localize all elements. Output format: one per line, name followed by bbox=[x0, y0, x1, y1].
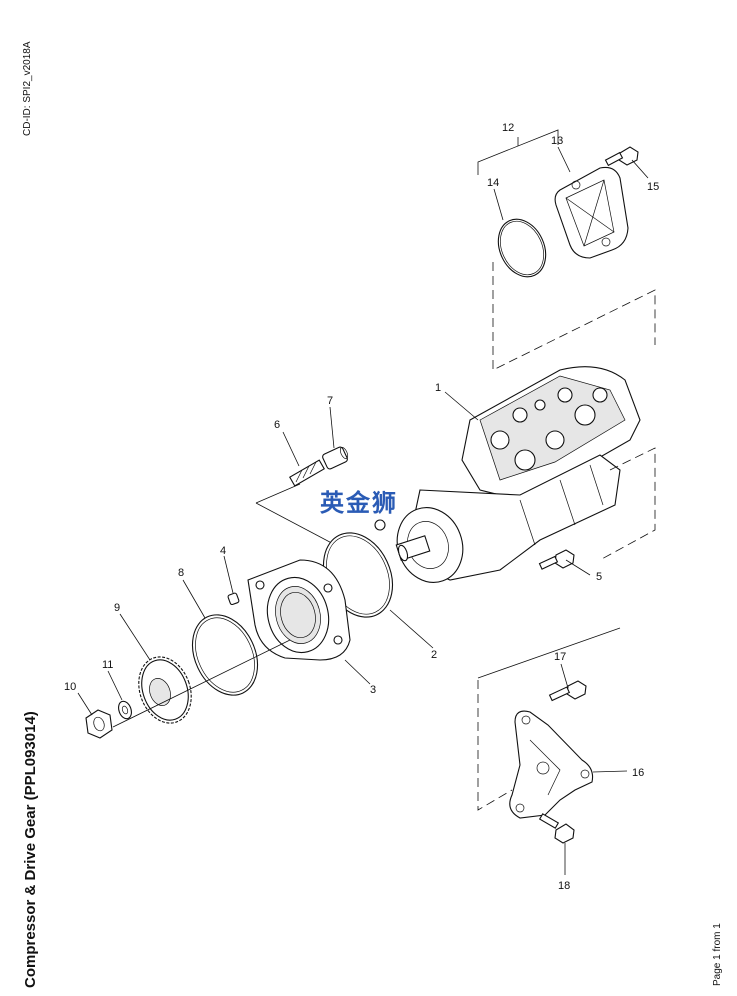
callout-5: 5 bbox=[596, 571, 602, 583]
callout-3: 3 bbox=[370, 684, 376, 696]
callout-13: 13 bbox=[551, 135, 563, 147]
callout-1: 1 bbox=[435, 382, 441, 394]
nut-7 bbox=[322, 446, 349, 470]
gasket-14 bbox=[497, 218, 547, 278]
gear-9 bbox=[138, 656, 192, 724]
callout-11: 11 bbox=[102, 659, 113, 671]
callout-2: 2 bbox=[431, 649, 437, 661]
callout-14: 14 bbox=[487, 177, 499, 189]
stud-6 bbox=[289, 459, 325, 487]
callout-15: 15 bbox=[647, 181, 659, 193]
callout-16: 16 bbox=[632, 767, 644, 779]
callout-18: 18 bbox=[558, 880, 570, 892]
washer-11 bbox=[118, 700, 132, 720]
watermark-text: 英金狮 bbox=[320, 489, 398, 517]
callout-9: 9 bbox=[114, 602, 120, 614]
o-ring-8 bbox=[191, 614, 259, 696]
callout-8: 8 bbox=[178, 567, 184, 579]
bolt-5 bbox=[538, 549, 575, 570]
bracket-guide-lines bbox=[477, 627, 621, 811]
callout-17: 17 bbox=[554, 651, 566, 663]
nut-10 bbox=[85, 709, 113, 739]
callout-12: 12 bbox=[502, 122, 514, 134]
callout-labels: 1 2 3 4 5 6 7 8 9 10 11 12 13 14 15 16 1… bbox=[64, 122, 659, 892]
plug-4 bbox=[227, 592, 240, 606]
compressor-guide-lines bbox=[599, 447, 656, 561]
callout-4: 4 bbox=[220, 545, 226, 557]
shaft-guide-line bbox=[112, 639, 291, 728]
housing-3 bbox=[247, 559, 351, 661]
bracket-16 bbox=[509, 710, 594, 819]
cover-guide-lines bbox=[492, 262, 656, 371]
compressor-1 bbox=[374, 366, 641, 583]
group-12-bracket bbox=[477, 129, 559, 175]
callout-10: 10 bbox=[64, 681, 76, 693]
callout-6: 6 bbox=[274, 419, 280, 431]
cover-plate-13 bbox=[554, 166, 629, 259]
leader-lines bbox=[77, 146, 649, 875]
bolt-15 bbox=[604, 146, 639, 167]
callout-7: 7 bbox=[327, 395, 333, 407]
bolt-17 bbox=[548, 680, 587, 702]
bolt-18 bbox=[538, 813, 575, 844]
